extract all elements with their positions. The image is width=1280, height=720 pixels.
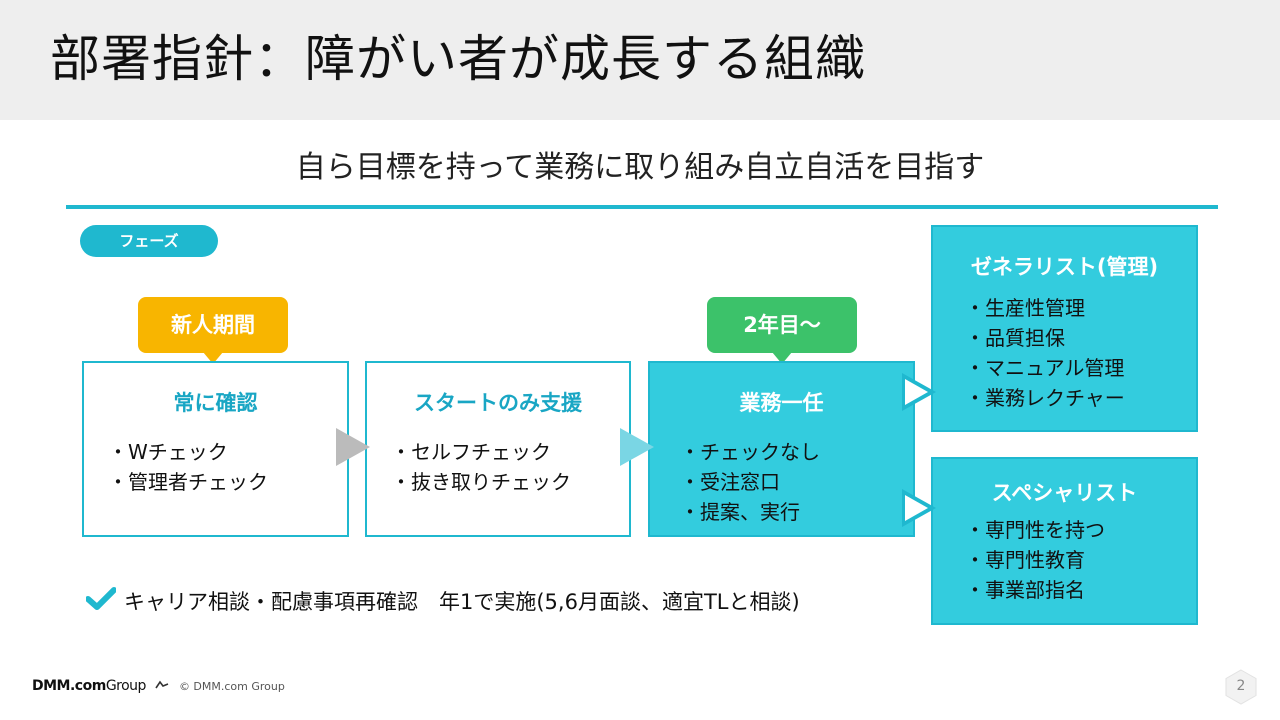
list-item: ・品質担保 xyxy=(965,326,1065,350)
stage-box-delegated: 業務一任 ・チェックなし ・受注窓口 ・提案、実行 xyxy=(648,361,915,537)
page-number: 2 xyxy=(1236,678,1246,694)
stage-box-start-support: スタートのみ支援 ・セルフチェック ・抜き取りチェック xyxy=(365,361,631,537)
list-item: ・抜き取りチェック xyxy=(391,470,571,494)
stage-title: スタートのみ支援 xyxy=(414,391,582,415)
stage-bullets: ・チェックなし ・受注窓口 ・提案、実行 xyxy=(680,437,820,527)
list-item: ・受注窓口 xyxy=(680,470,780,494)
path-box-generalist: ゼネラリスト(管理) ・生産性管理 ・品質担保 ・マニュアル管理 ・業務レクチャ… xyxy=(931,225,1198,432)
stage-title: 常に確認 xyxy=(173,391,258,415)
newcomer-callout: 新人期間 xyxy=(138,297,288,364)
arrow-right-icon xyxy=(902,373,936,411)
company-logo: DMM.comGroup xyxy=(32,678,146,694)
list-item: ・専門性教育 xyxy=(965,548,1085,572)
path-title: スペシャリスト xyxy=(991,481,1138,505)
career-note: キャリア相談・配慮事項再確認 年1で実施(5,6月面談、適宜TLと相談) xyxy=(85,586,800,620)
list-item: ・Wチェック xyxy=(108,440,228,464)
path-bullets: ・専門性を持つ ・専門性教育 ・事業部指名 xyxy=(965,515,1105,605)
list-item: ・マニュアル管理 xyxy=(965,356,1125,380)
arrow-right-icon xyxy=(336,428,370,466)
stage-bullets: ・セルフチェック ・抜き取りチェック xyxy=(391,437,571,497)
stage-box-confirm: 常に確認 ・Wチェック ・管理者チェック xyxy=(82,361,349,537)
path-box-specialist: スペシャリスト ・専門性を持つ ・専門性教育 ・事業部指名 xyxy=(931,457,1198,625)
copyright-text: © DMM.com Group xyxy=(178,680,285,693)
page-subtitle: 自ら目標を持って業務に取り組み自立自活を目指す xyxy=(295,150,985,185)
list-item: ・セルフチェック xyxy=(391,440,551,464)
arrow-right-icon xyxy=(902,489,936,527)
year2-callout: 2年目～ xyxy=(707,297,857,364)
check-icon xyxy=(85,586,117,620)
phase-label: フェーズ xyxy=(80,225,218,257)
hexagon-icon xyxy=(1225,669,1257,705)
path-bullets: ・生産性管理 ・品質担保 ・マニュアル管理 ・業務レクチャー xyxy=(965,293,1125,413)
logo-mark-icon xyxy=(155,677,169,697)
arrow-right-icon xyxy=(620,428,654,466)
page-number-badge: 2 xyxy=(1222,668,1260,706)
logo-group-text: Group xyxy=(105,678,147,694)
list-item: ・業務レクチャー xyxy=(965,386,1125,410)
path-title: ゼネラリスト(管理) xyxy=(970,255,1159,279)
list-item: ・専門性を持つ xyxy=(965,518,1105,542)
list-item: ・生産性管理 xyxy=(965,296,1085,320)
header-bar: 部署指針：障がい者が成長する組織 xyxy=(0,0,1280,120)
stage-bullets: ・Wチェック ・管理者チェック xyxy=(108,437,268,497)
divider-rule xyxy=(66,205,1218,209)
page-title: 部署指針：障がい者が成長する組織 xyxy=(50,30,866,88)
list-item: ・事業部指名 xyxy=(965,578,1085,602)
list-item: ・チェックなし xyxy=(680,440,820,464)
footer: DMM.comGroup © DMM.com Group xyxy=(32,676,285,697)
logo-main-text: DMM.com xyxy=(32,678,106,694)
list-item: ・提案、実行 xyxy=(680,500,800,524)
note-text: キャリア相談・配慮事項再確認 年1で実施(5,6月面談、適宜TLと相談) xyxy=(124,590,800,614)
list-item: ・管理者チェック xyxy=(108,470,268,494)
stage-title: 業務一任 xyxy=(739,391,824,415)
